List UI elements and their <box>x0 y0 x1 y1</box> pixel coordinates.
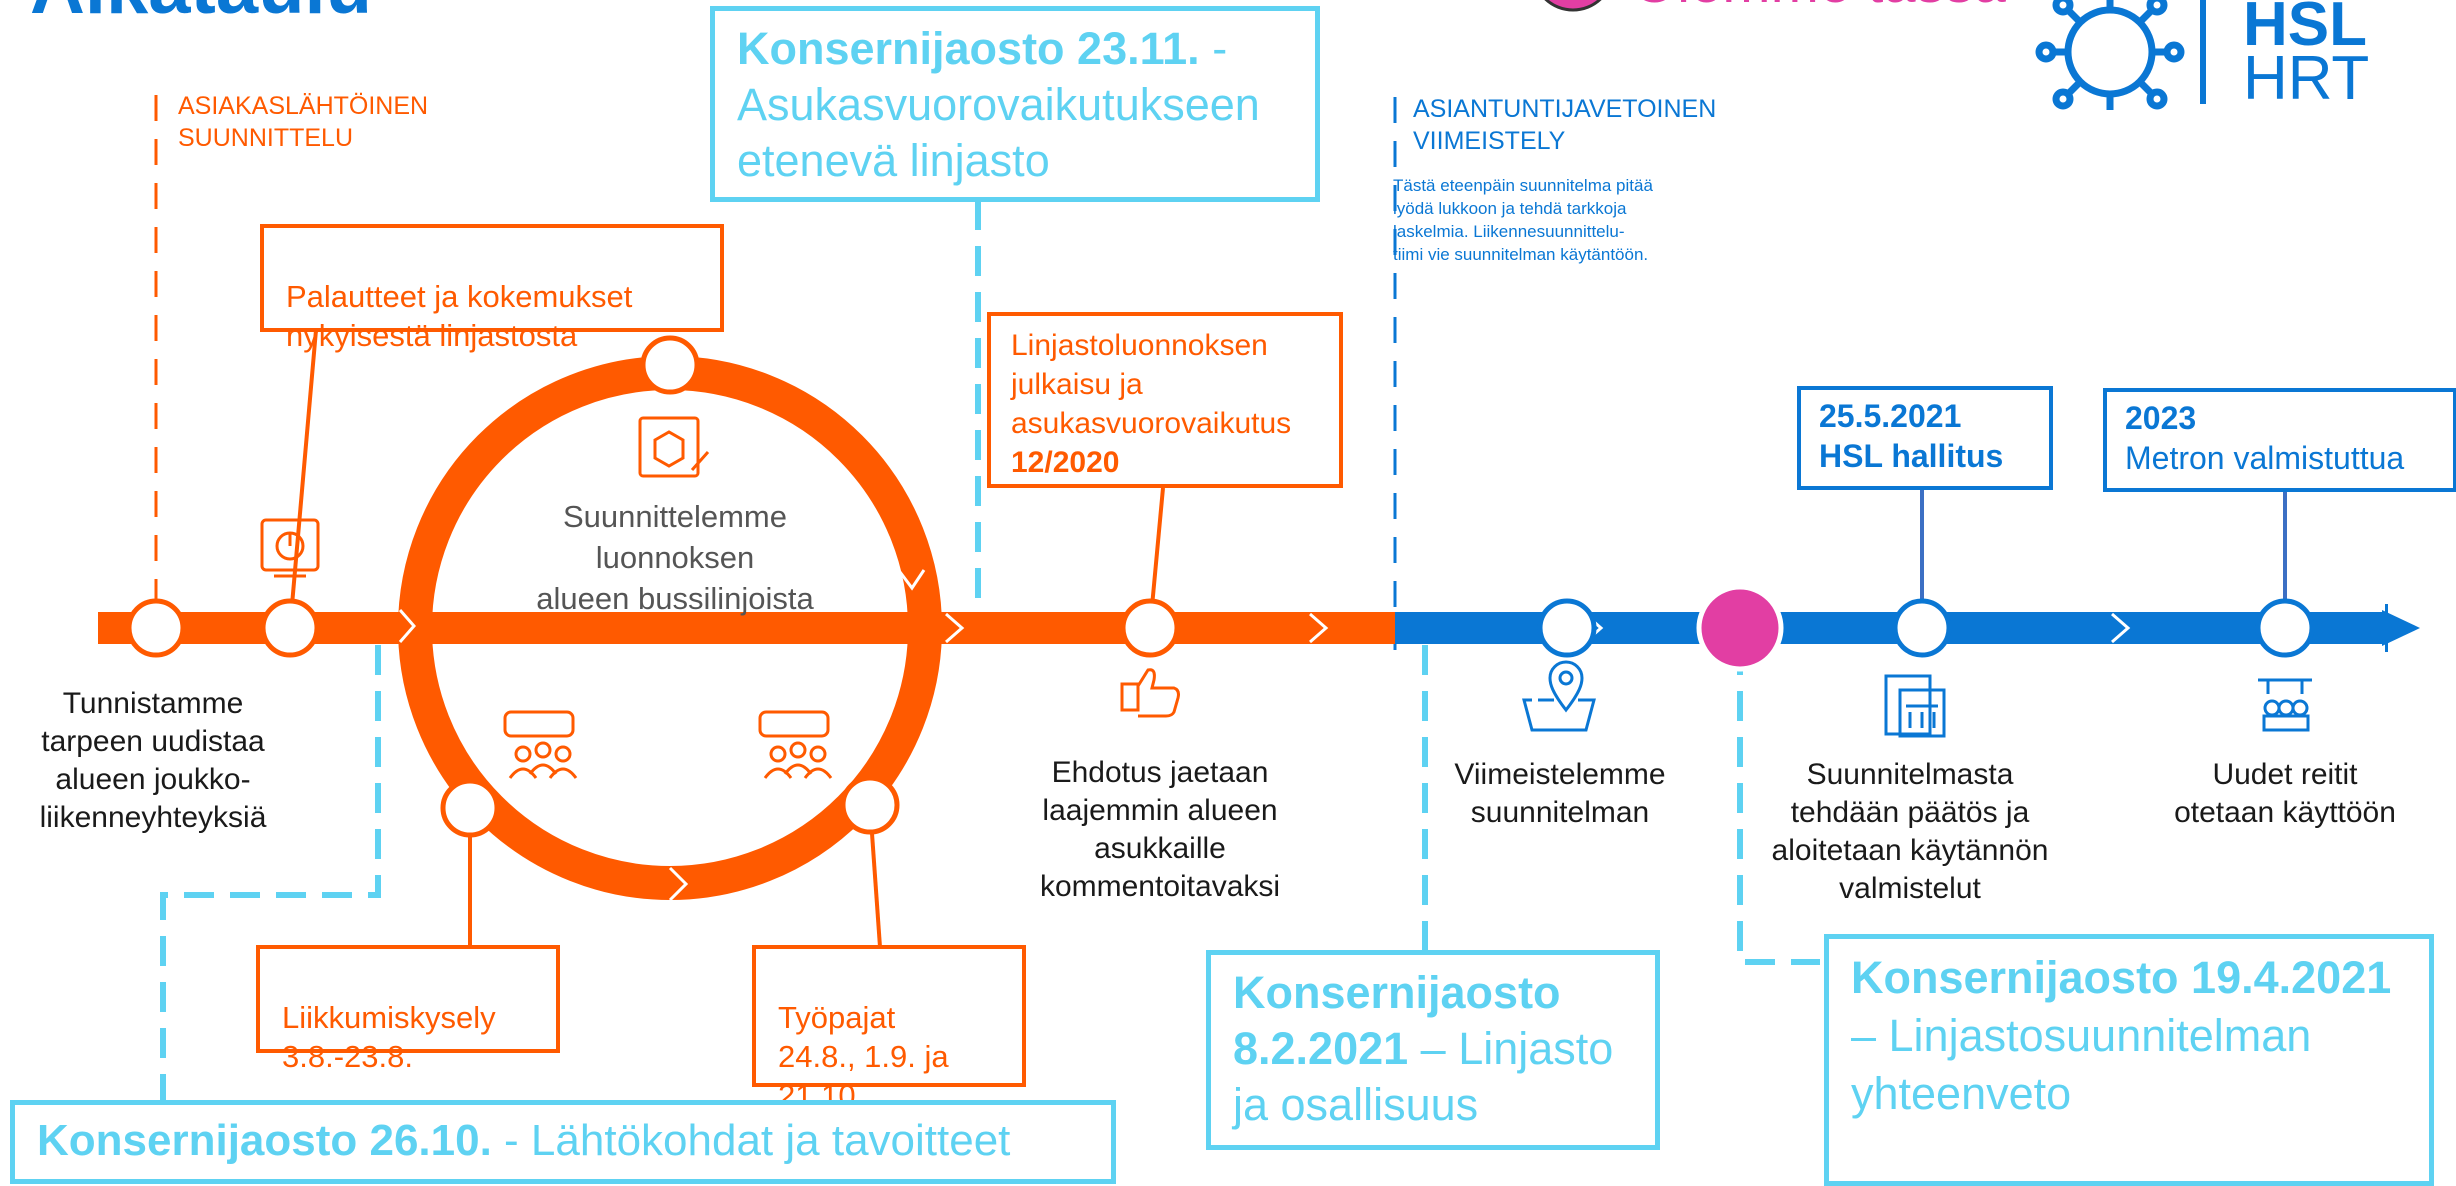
document-building-icon <box>1884 674 1946 738</box>
milestone-survey <box>440 778 500 838</box>
box-draft-date: 12/2020 <box>1011 446 1120 479</box>
box-konsernijaosto-1904: Konsernijaosto 19.4.2021 – Linjastosuunn… <box>1824 934 2434 1186</box>
box-metro: 2023 Metron valmistuttua <box>2103 388 2456 492</box>
thumbs-up-icon <box>1120 668 1180 718</box>
k2-title: Konsernijaosto 26.10. <box>37 1116 492 1165</box>
k4-title: Konsernijaosto 19.4.2021 <box>1851 952 2392 1003</box>
box-hsl-board: 25.5.2021 HSL hallitus <box>1797 386 2053 490</box>
box-feedback: Palautteet ja kokemukset nykyisestä linj… <box>260 224 724 353</box>
legend-label: Olemme tässä <box>1632 0 2006 12</box>
desc-new-routes: Uudet reitit otetaan käyttöön <box>2174 758 2396 829</box>
milestone-decision <box>1892 598 1952 658</box>
planning-tools-icon <box>638 416 710 478</box>
k2-text: - Lähtökohdat ja tavoitteet <box>491 1116 1011 1165</box>
phase-label-expert: ASIANTUNTIJAVETOINEN VIIMEISTELY <box>1413 95 1717 155</box>
milestone-new-routes <box>2255 598 2315 658</box>
box-board-date: 25.5.2021 <box>1819 398 1962 434</box>
box-workshops: Työpajat 24.8., 1.9. ja 21.10. <box>752 945 1026 1113</box>
phase-expert-description: Tästä eteenpäin suunnitelma pitää lyödä … <box>1393 176 1653 264</box>
logo-text-hrt: HRT <box>2243 44 2370 113</box>
milestone-identify <box>126 598 186 658</box>
desc-share: Ehdotus jaetaan laajemmin alueen asukkai… <box>1039 756 1281 903</box>
map-pin-icon <box>1522 660 1596 732</box>
milestone-workshops <box>840 775 900 835</box>
box-survey: Liikkumiskysely 3.8.-23.8. <box>256 945 560 1074</box>
desc-decision: Suunnitelmasta tehdään päätös ja aloitet… <box>1771 758 2049 905</box>
group-chat-icon-right <box>758 710 833 779</box>
group-chat-icon-left <box>503 710 578 779</box>
box-metro-text: Metron valmistuttua <box>2125 440 2405 476</box>
blue-milestones <box>1537 598 2315 658</box>
box-draft-publication: Linjastoluonnoksen julkaisu ja asukasvuo… <box>987 312 1343 488</box>
phase-label-customer: ASIAKASLÄHTÖINEN SUUNNITTELU <box>178 92 429 152</box>
box-feedback-text: Palautteet ja kokemukset nykyisestä linj… <box>286 279 633 353</box>
logo-divider <box>2200 0 2206 104</box>
passengers-icon <box>2258 678 2312 732</box>
desc-finalize: Viimeistelemme suunnitelman <box>1454 758 1666 829</box>
desc-identify: Tunnistamme tarpeen uudistaa alueen jouk… <box>39 687 267 834</box>
document-chart-icon <box>260 518 320 578</box>
k1-title: Konsernijaosto 23.11. <box>737 23 1200 74</box>
hsl-logo-icon <box>2035 0 2185 110</box>
page-title: Aikataulu <box>30 0 372 26</box>
box-konsernijaosto-2610: Konsernijaosto 26.10. - Lähtökohdat ja t… <box>10 1100 1116 1184</box>
blue-connectors <box>1920 488 2287 628</box>
k3-title: Konsernijaosto 8.2.2021 <box>1233 967 1561 1074</box>
box-metro-year: 2023 <box>2125 400 2197 436</box>
milestone-finalize <box>1537 598 1597 658</box>
current-position-marker <box>1696 584 1784 672</box>
box-survey-text: Liikkumiskysely 3.8.-23.8. <box>282 1000 496 1074</box>
box-workshops-text: Työpajat 24.8., 1.9. ja 21.10. <box>778 1000 949 1113</box>
timeline-arrow-head <box>2382 610 2420 646</box>
milestone-feedback <box>260 598 320 658</box>
cycle-center-text: Suunnittelemme luonnoksen alueen bussili… <box>536 499 814 616</box>
legend-marker <box>1544 0 1602 12</box>
box-board-name: HSL hallitus <box>1819 438 2004 474</box>
k1-text: - Asukasvuorovaikutukseen etenevä linjas… <box>737 23 1260 186</box>
k3-text: – Linjasto ja osallisuus <box>1233 1023 1614 1130</box>
logo-text-hsl: HSL <box>2243 0 2367 59</box>
milestone-share <box>1120 598 1180 658</box>
k4-text: – Linjastosuunnitelman yhteenveto <box>1851 1010 2312 1119</box>
box-draft-text: Linjastoluonnoksen julkaisu ja asukasvuo… <box>1011 329 1292 440</box>
box-konsernijaosto-0802: Konsernijaosto 8.2.2021 – Linjasto ja os… <box>1206 950 1660 1150</box>
orange-milestones <box>126 335 1180 838</box>
milestone-draft <box>640 335 700 395</box>
cycle-chevrons <box>398 569 926 902</box>
cyan-connectors <box>160 200 1820 1105</box>
box-konsernijaosto-2311: Konsernijaosto 23.11. - Asukasvuorovaiku… <box>710 6 1320 202</box>
